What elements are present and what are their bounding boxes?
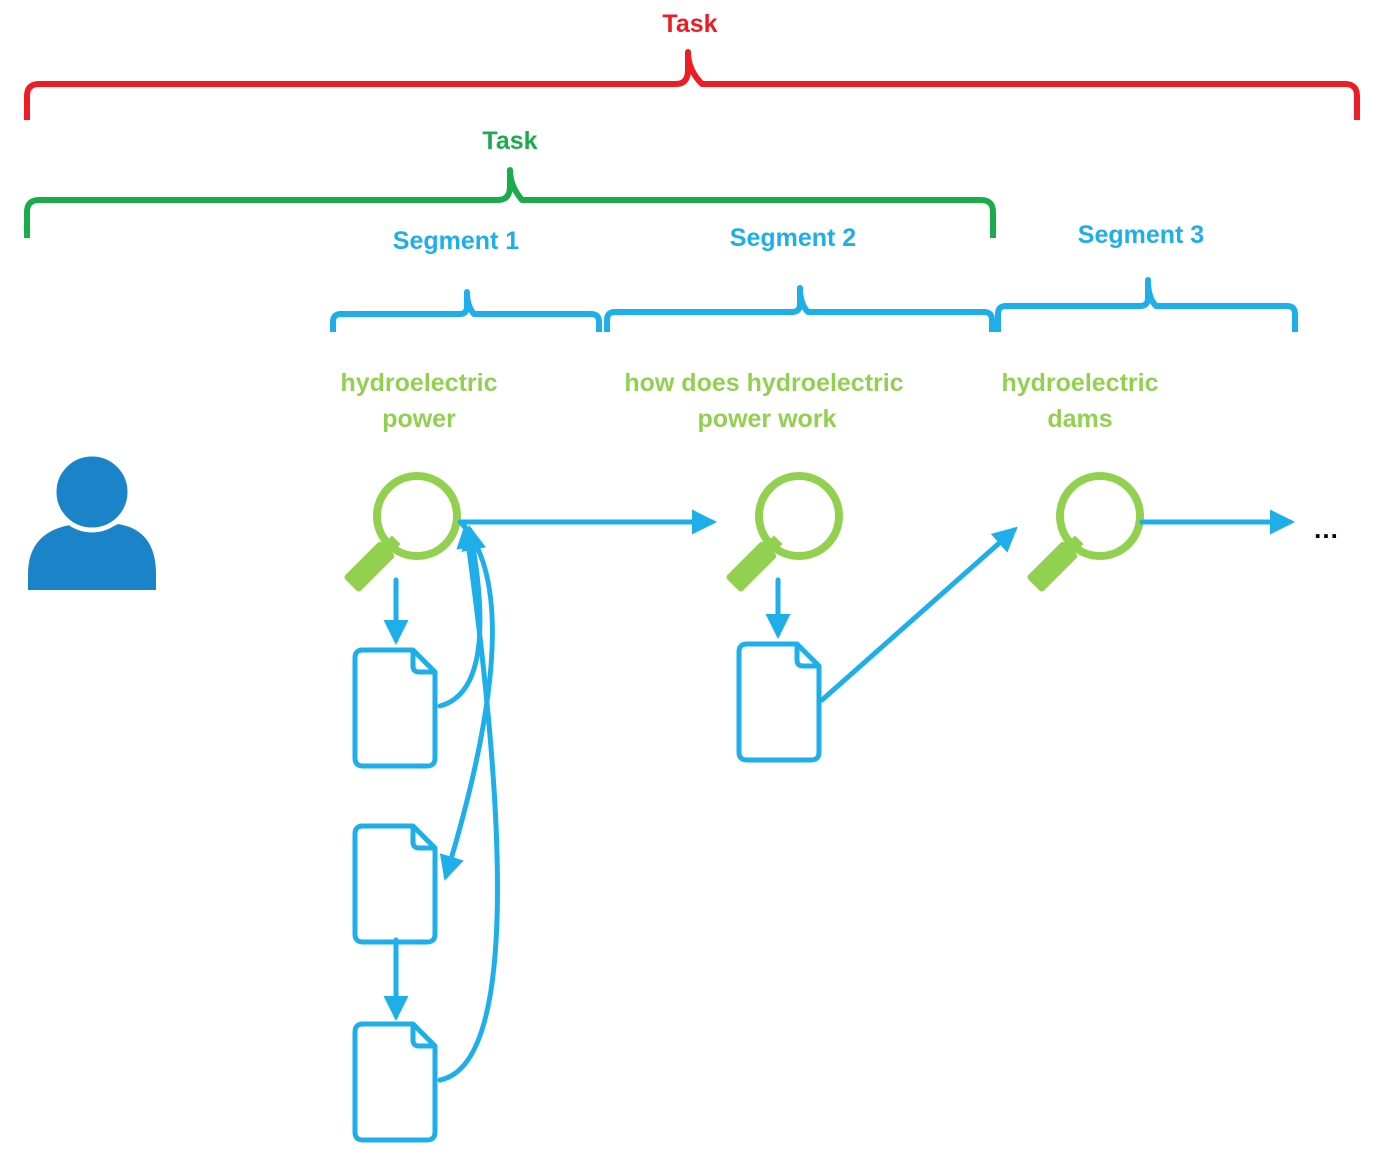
query-3-line-2: dams (1047, 405, 1113, 433)
document-icon-4 (739, 644, 819, 760)
magnifier-icon-1 (343, 476, 457, 593)
query-3-line-1: hydroelectric (1001, 369, 1159, 397)
query-1-line-1: hydroelectric (340, 369, 498, 397)
segment-2-label: Segment 2 (729, 224, 857, 252)
outer-task-label: Task (662, 10, 718, 38)
document-icon-1 (355, 650, 435, 766)
magnifier-icon-2 (725, 476, 839, 593)
arrow-doc3-back-to-query1 (437, 523, 500, 1083)
arrow-doc4-to-query3 (819, 526, 1018, 703)
segment-3-label: Segment 3 (1077, 221, 1205, 249)
document-icon-2 (355, 826, 435, 942)
segment-1-brace (330, 289, 602, 332)
magnifier-icon-3 (1026, 476, 1140, 593)
segment-2-brace (604, 285, 995, 332)
query-1-line-2: power (382, 405, 456, 433)
query-2-line-1: how does hydroelectric (624, 369, 904, 397)
continuation-ellipsis: … (1313, 514, 1339, 544)
document-icon-3 (355, 1024, 435, 1140)
outer-task-brace (24, 49, 1360, 120)
inner-task-brace (24, 167, 996, 238)
arrow-doc1-back-to-query1 (437, 525, 486, 709)
segment-1-label: Segment 1 (392, 227, 520, 255)
segment-3-brace (995, 277, 1298, 332)
user-icon (28, 451, 156, 590)
inner-task-label: Task (482, 127, 538, 155)
query-2-line-2: power work (697, 405, 837, 433)
